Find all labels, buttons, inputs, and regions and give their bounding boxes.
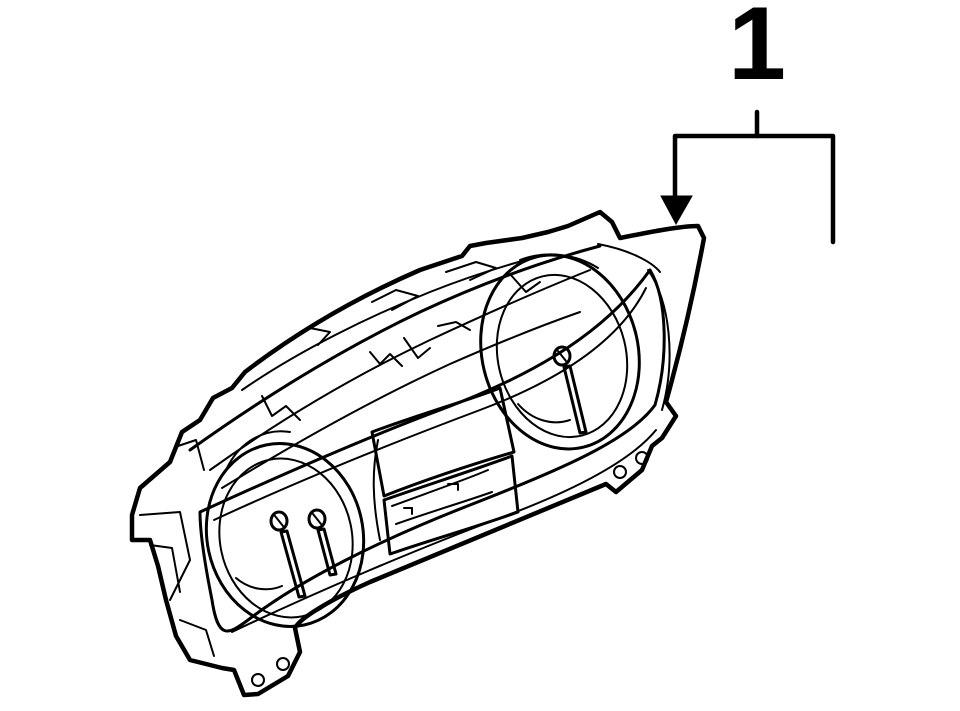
- right-gauge: [479, 253, 641, 451]
- left-needle-hub-2-mark: [312, 513, 322, 525]
- center-display-lower: [382, 454, 520, 556]
- right-gauge-scale-arc: [517, 403, 571, 424]
- left-gauge-scale-arc: [235, 577, 283, 591]
- right-top-detail: [597, 243, 661, 273]
- center-display: [370, 386, 520, 556]
- bezel-inner-line: [213, 287, 647, 521]
- left-connector-1: [139, 511, 191, 601]
- bracket-line: [672, 133, 836, 245]
- center-indicator-2: [447, 483, 459, 491]
- front-bezel: [198, 268, 666, 633]
- shroud-ridge-3: [221, 311, 581, 489]
- left-connector-3: [177, 439, 205, 471]
- mount-hole-right-1: [613, 465, 627, 479]
- top-clip-2: [403, 337, 431, 359]
- left-needle-hub-1: [269, 510, 289, 532]
- mounting-bosses: [251, 451, 649, 687]
- top-tab-1: [291, 327, 331, 346]
- shroud-ridge-1: [188, 244, 602, 452]
- callout-bracket: [660, 109, 836, 245]
- center-display-left-edge: [372, 439, 381, 541]
- top-tab-2: [371, 289, 419, 311]
- callout-number-1: 1: [728, 0, 786, 102]
- right-needle-hub-mark: [557, 350, 567, 362]
- top-tab-3: [445, 261, 497, 281]
- mount-hole-bottom-left-2: [276, 657, 290, 671]
- right-gauge-ring-inner: [495, 273, 629, 439]
- right-edge-detail: [647, 269, 671, 411]
- top-clip-1: [369, 351, 403, 367]
- left-gauge-ring-outer: [204, 442, 366, 628]
- center-display-line-2: [395, 491, 493, 525]
- left-gauge: [204, 430, 366, 628]
- left-connector-2: [149, 544, 181, 593]
- mount-hole-bottom-left-1: [251, 673, 265, 687]
- shroud-ridge-2: [209, 269, 591, 471]
- left-connector-4: [179, 619, 215, 657]
- left-needle-hub-2: [307, 508, 327, 530]
- left-needle-1: [279, 529, 307, 599]
- center-indicator-1: [403, 507, 413, 515]
- top-clip-3: [261, 395, 301, 421]
- cluster-housing: [129, 209, 707, 698]
- right-gauge-ring-outer: [479, 253, 641, 451]
- shroud-ridge-4: [241, 255, 541, 391]
- right-needle-hub: [552, 345, 572, 367]
- bracket-arrowhead: [660, 195, 693, 226]
- center-display-screen: [370, 386, 516, 498]
- left-gauge-top-arc: [225, 430, 291, 471]
- left-needle-2: [316, 527, 338, 577]
- mount-hole-right-2: [635, 451, 649, 465]
- right-gauge-top-arc: [519, 253, 599, 269]
- left-needle-hub-1-mark: [274, 515, 284, 527]
- right-needle: [562, 364, 588, 435]
- top-tab-4: [437, 321, 471, 331]
- top-clip-4: [509, 273, 541, 293]
- left-gauge-ring-inner: [218, 457, 354, 619]
- center-display-line-1: [391, 469, 489, 507]
